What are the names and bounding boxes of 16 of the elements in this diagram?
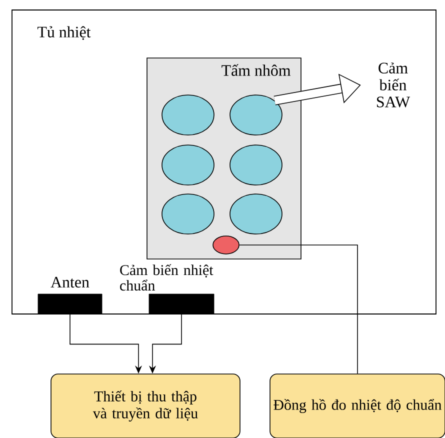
sensor-ellipse: [162, 94, 214, 136]
reference-sensor-dot: [212, 236, 240, 254]
connector-line: [239, 244, 358, 374]
sensor-ellipse: [230, 194, 282, 234]
sensor-ellipse: [162, 144, 214, 186]
device-box: Đồng hồ đo nhiệt độ chuẩn: [270, 374, 445, 438]
connector-block: Cảm biến nhiệt chuẩn: [120, 264, 214, 314]
node-label: Cảm biến nhiệt chuẩn: [120, 264, 214, 291]
node-label: Anten: [50, 276, 90, 288]
hollow-arrow: [274, 74, 361, 106]
sensor-label: Cảm biến SAW: [377, 62, 410, 108]
sensor-ellipse: [230, 94, 282, 136]
device-box: Thiết bị thu thập và truyền dữ liệu: [50, 374, 240, 438]
sensor-ellipse: [230, 144, 282, 186]
sensor-ellipse: [162, 194, 214, 234]
connector-block: Anten: [38, 276, 102, 314]
